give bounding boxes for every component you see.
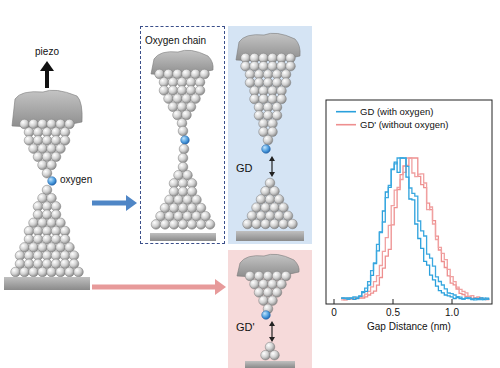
arrow-head	[40, 61, 54, 71]
atom	[196, 220, 206, 230]
atom	[179, 144, 189, 154]
atom	[160, 220, 170, 230]
atom	[169, 220, 179, 230]
legend-text: GD (with oxygen)	[360, 106, 433, 117]
substrate	[150, 233, 216, 241]
arrow-head	[269, 337, 275, 342]
oxygen-atom	[262, 311, 271, 320]
substrate	[236, 231, 304, 241]
tick-label: 1.0	[445, 307, 459, 319]
legend-sample	[336, 124, 356, 126]
dashed-panel: Oxygen chain	[140, 26, 225, 244]
atom	[56, 267, 66, 277]
tip-figure	[4, 33, 304, 368]
atom	[205, 220, 215, 230]
arrow-head	[269, 156, 275, 161]
atom	[20, 267, 30, 277]
arrow-head	[269, 321, 275, 326]
atom	[187, 220, 197, 230]
tick	[452, 299, 453, 304]
histogram-trace	[341, 158, 489, 300]
force-label: piezo	[35, 46, 59, 58]
process-arrow	[92, 201, 128, 206]
gap-arrow	[271, 325, 272, 338]
panel-fill	[228, 26, 312, 244]
histogram-trace	[341, 158, 489, 300]
legend-sample	[336, 111, 356, 113]
oxygen-atom	[48, 177, 57, 186]
panel-fill	[228, 250, 312, 368]
substrate	[245, 361, 295, 368]
panel-layer	[228, 26, 312, 368]
atom	[178, 153, 188, 163]
atom	[42, 168, 52, 178]
panel-heading: Oxygen chain	[145, 35, 206, 47]
tick-label: 0.5	[386, 307, 400, 319]
atom	[29, 267, 39, 277]
substrate	[4, 277, 90, 290]
atom	[261, 350, 271, 360]
arrow-head	[215, 279, 226, 295]
legend-text: GD' (without oxygen)	[360, 119, 448, 130]
chart-frame	[326, 100, 492, 304]
atom	[288, 219, 298, 229]
atom	[270, 350, 280, 360]
gap-label: GD'	[236, 321, 255, 334]
oxygen-atom	[262, 145, 271, 154]
atom	[178, 126, 188, 136]
oxygen-atom	[181, 136, 190, 145]
tick	[393, 299, 394, 304]
atom	[11, 267, 21, 277]
axis-title: Gap Distance (nm)	[367, 321, 451, 333]
atom	[178, 220, 188, 230]
tick-label: 0	[331, 307, 337, 319]
atom	[270, 219, 280, 229]
atom	[38, 267, 48, 277]
atom	[65, 267, 75, 277]
arrow-head	[126, 195, 137, 211]
histogram-trace	[341, 158, 489, 300]
histogram-chart	[326, 100, 492, 304]
atom	[151, 220, 161, 230]
pink-panel: GD'	[228, 250, 312, 368]
process-arrow	[92, 285, 217, 290]
gap-arrow	[271, 160, 272, 173]
atom	[252, 219, 262, 229]
atom	[74, 267, 84, 277]
tick	[334, 299, 335, 304]
atom	[261, 219, 271, 229]
atom	[243, 219, 253, 229]
atom	[263, 135, 273, 145]
piezo-arrow	[45, 70, 49, 88]
gap-label: GD	[236, 162, 253, 175]
atom	[279, 219, 289, 229]
arrow-head	[269, 172, 275, 177]
atom-label: oxygen	[60, 174, 92, 186]
histogram-trace	[341, 158, 489, 300]
atom	[47, 267, 57, 277]
blue-panel: GD	[228, 26, 312, 244]
